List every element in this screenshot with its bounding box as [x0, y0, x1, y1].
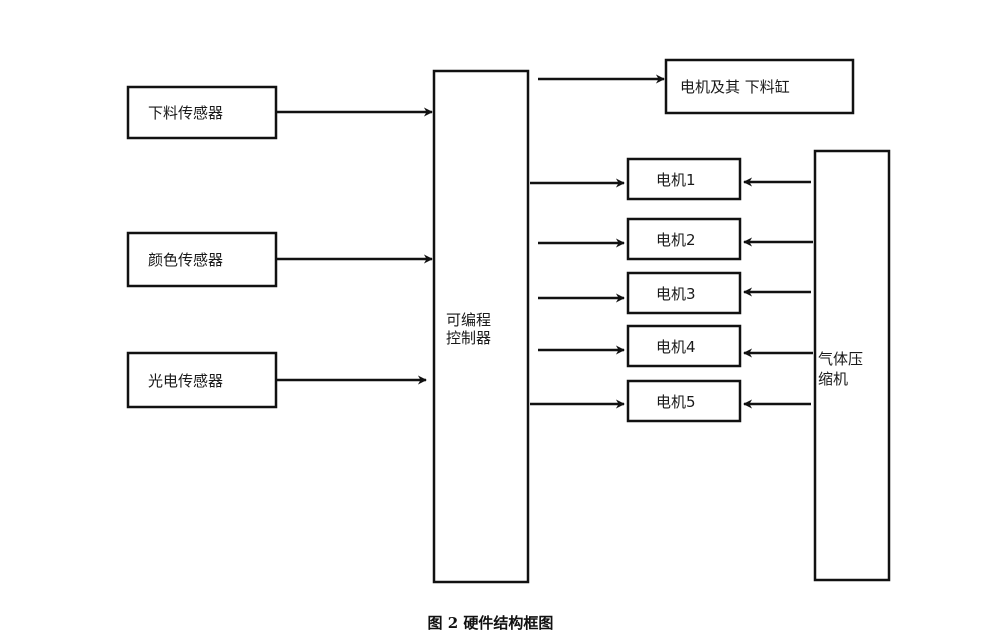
air-compressor-label-line2: 缩机	[818, 370, 848, 388]
color-sensor-label: 颜色传感器	[148, 251, 223, 269]
feed-motor-cylinder-box: 电机及其 下料缸	[664, 58, 855, 115]
motor2-label: 电机2	[656, 231, 696, 249]
motor4-box: 电机4	[626, 324, 742, 368]
plc-label-line2: 控制器	[446, 329, 491, 347]
plc-box: 可编程 控制器	[432, 69, 530, 584]
air-compressor-box: 气体压 缩机	[813, 149, 891, 582]
figure-caption: 图 2 硬件结构框图	[427, 614, 554, 632]
plc-label-line1: 可编程	[446, 311, 491, 329]
motor2-box: 电机2	[626, 217, 742, 261]
motor1-label: 电机1	[656, 171, 696, 189]
color-sensor-box: 颜色传感器	[126, 231, 278, 288]
air-compressor-label-line1: 气体压	[818, 350, 863, 368]
motor1-box: 电机1	[626, 157, 742, 201]
photoelectric-sensor-box: 光电传感器	[126, 351, 278, 409]
feed-sensor-box: 下料传感器	[126, 85, 278, 140]
feed-motor-cylinder-label: 电机及其 下料缸	[680, 78, 790, 96]
motor3-box: 电机3	[626, 271, 742, 315]
motor5-label: 电机5	[656, 393, 696, 411]
motor3-label: 电机3	[656, 285, 696, 303]
photoelectric-sensor-label: 光电传感器	[148, 372, 223, 390]
motor4-label: 电机4	[656, 338, 696, 356]
motor5-box: 电机5	[626, 379, 742, 423]
feed-sensor-label: 下料传感器	[148, 104, 223, 122]
